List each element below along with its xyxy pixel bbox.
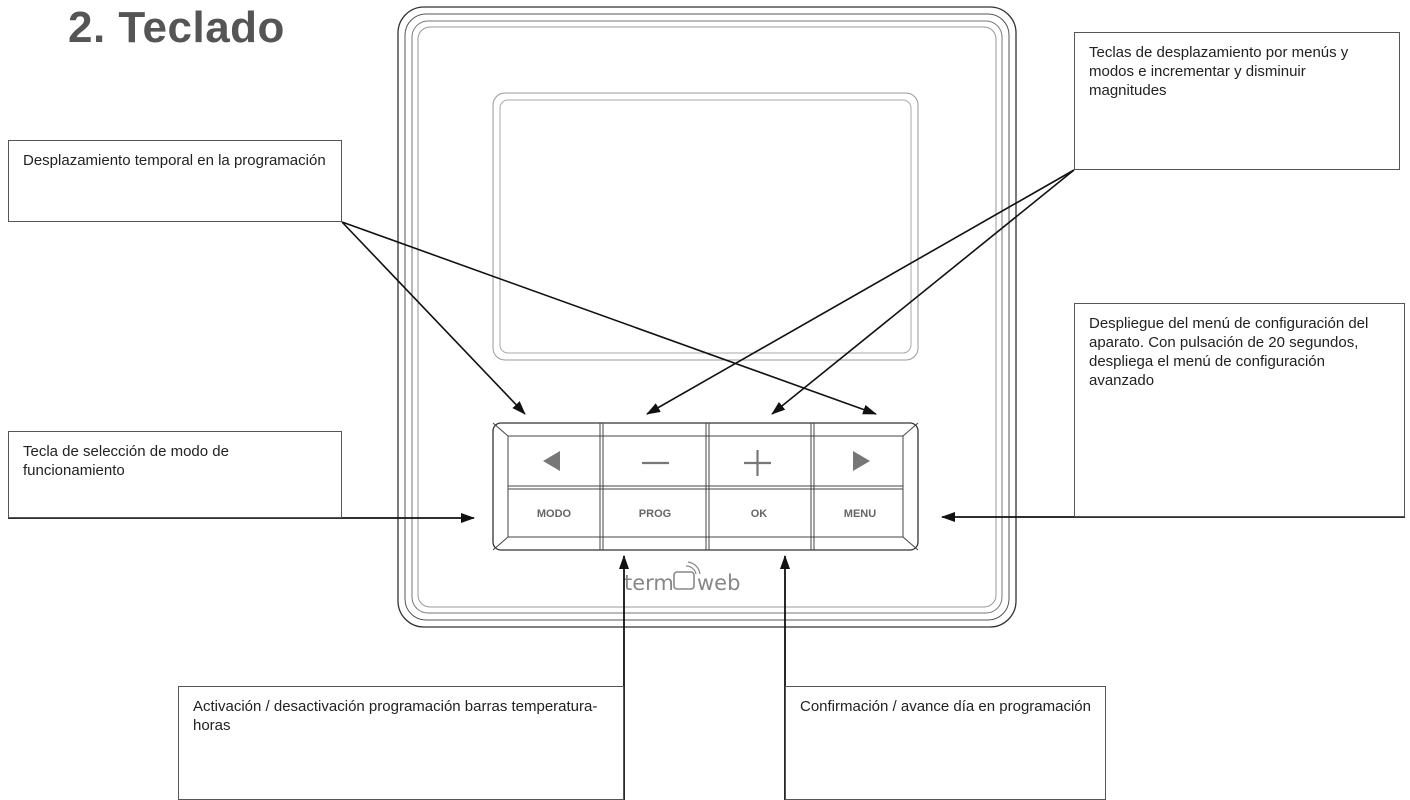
display-screen [492,92,919,361]
ok-key[interactable]: OK [751,508,768,520]
callout-modo: Tecla de selección de modo de funcionami… [8,431,342,518]
callout-prog: Activación / desactivación programación … [178,686,624,800]
left-arrow-key[interactable] [543,451,560,471]
left-triangle-icon [543,451,560,471]
plus-key[interactable] [744,450,771,476]
keypad [492,422,919,551]
plus-icon [744,450,771,476]
menu-key[interactable]: MENU [844,508,876,520]
right-arrow-key[interactable] [853,451,870,471]
prog-key[interactable]: PROG [639,508,671,520]
callout-menu: Despliegue del menú de configuración del… [1074,303,1405,517]
arrows-temporal [341,221,877,415]
termoweb-logo: term web [624,561,740,595]
svg-text:term: term [624,571,674,595]
callout-desplazamiento: Teclas de desplazamiento por menús y mod… [1074,32,1400,170]
right-triangle-icon [853,451,870,471]
arrows-desplazamiento [646,169,1075,415]
page-title: 2. Teclado [68,3,285,52]
callout-temporal: Desplazamiento temporal en la programaci… [8,140,342,222]
svg-text:web: web [697,571,740,595]
modo-key[interactable]: MODO [537,508,572,520]
callout-ok: Confirmación / avance día en programació… [785,686,1106,800]
